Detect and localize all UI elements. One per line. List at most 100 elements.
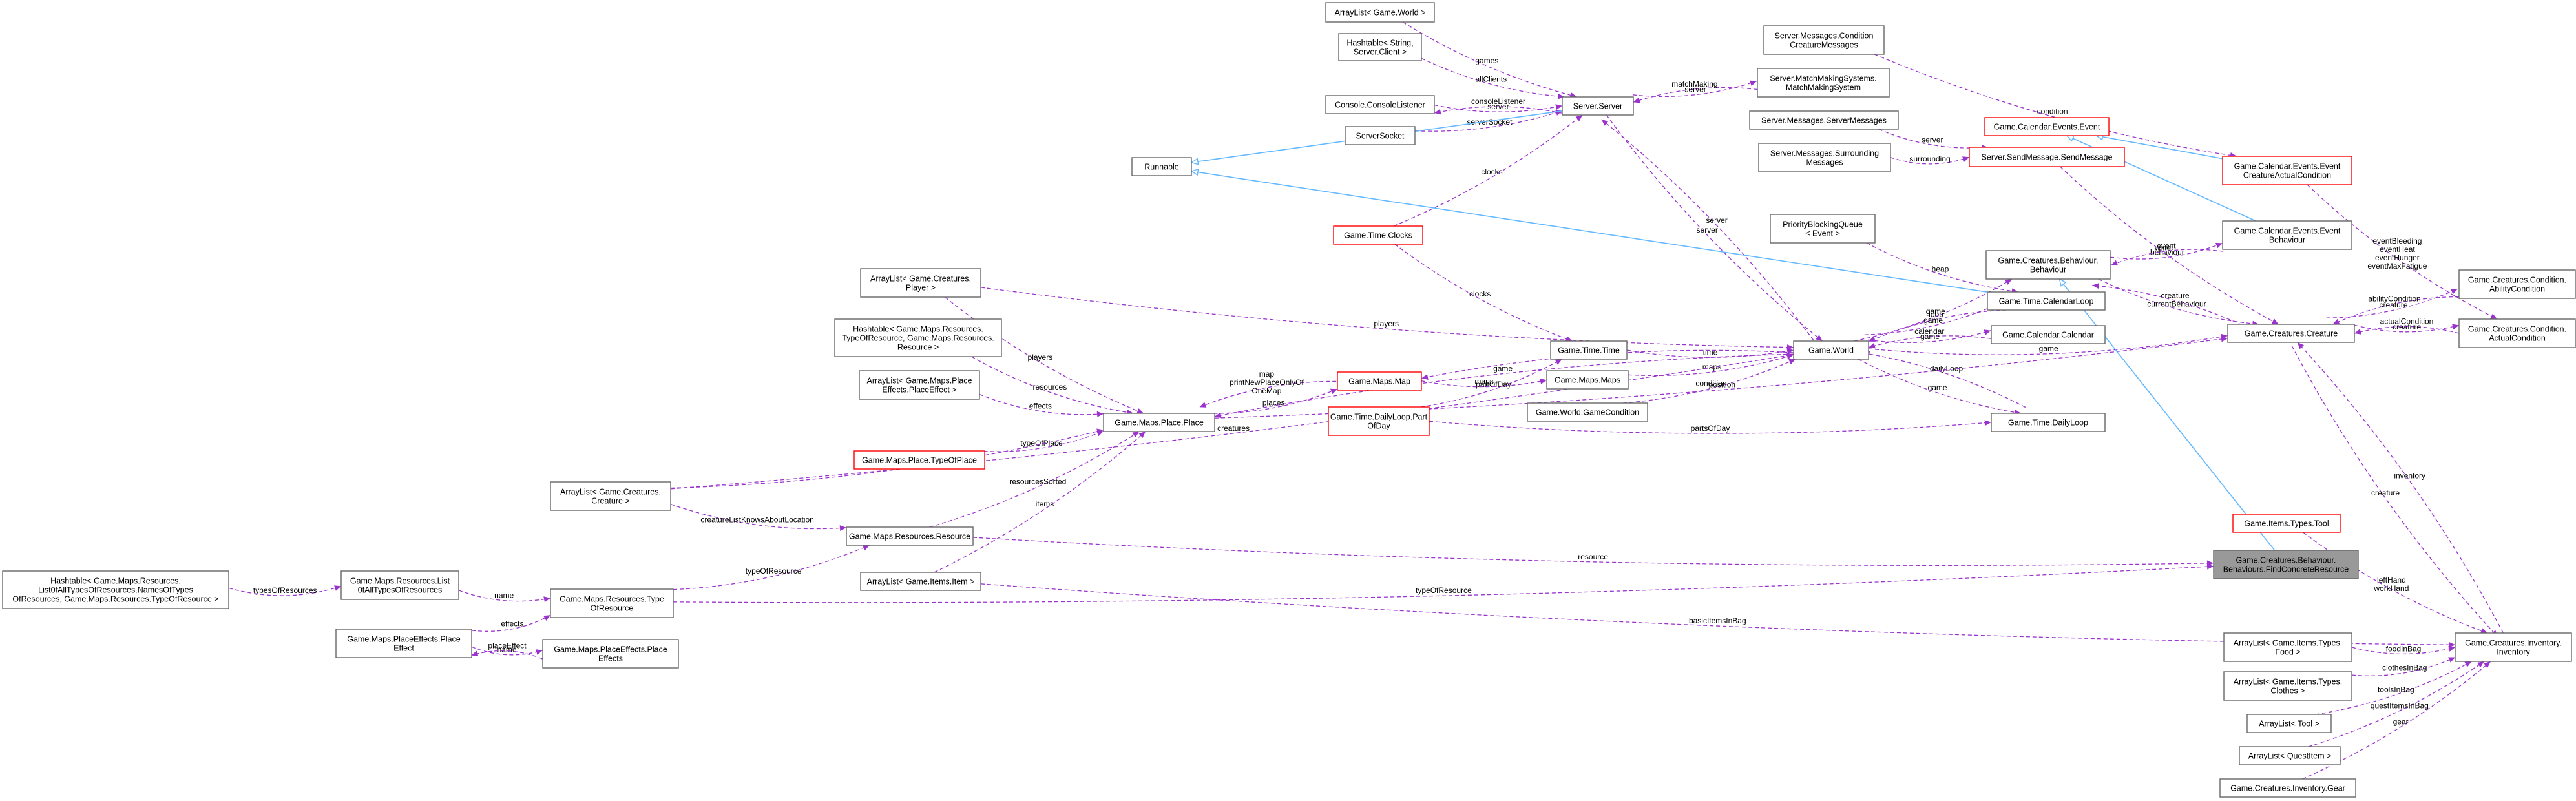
class-node-box: [1991, 413, 2106, 432]
class-node-type-of-place[interactable]: Game.Maps.Place.TypeOfPlace: [853, 450, 985, 470]
usage-edge-creature-to-ability-condition: creature: [2326, 288, 2458, 318]
class-node-calendar[interactable]: Game.Calendar.Calendar: [1991, 325, 2106, 344]
class-node-tool[interactable]: Game.Items.Types.Tool: [2232, 514, 2341, 533]
class-node-box: [1984, 117, 2110, 136]
class-node-label: ArrayList< Game.Items.Item >: [867, 577, 975, 587]
edge-label: basicItemsInBag: [1689, 616, 1746, 625]
class-node-box: [1550, 340, 1628, 360]
class-node-creature[interactable]: Game.Creatures.Creature: [2227, 324, 2355, 343]
class-node-inventory[interactable]: Game.Creatures.Inventory.Inventory: [2455, 632, 2572, 662]
edge-label: partsOfDay: [1691, 424, 1730, 433]
edge-arrowhead: [863, 545, 870, 551]
class-node-matchmaking[interactable]: Server.MatchMakingSystems.MatchMakingSys…: [1757, 68, 1890, 98]
class-node-place[interactable]: Game.Maps.Place.Place: [1103, 413, 1215, 432]
edge-arrowhead: [1557, 93, 1565, 99]
usage-edge-world-to-daily-loop: game: [1858, 359, 2022, 415]
class-node-label: Behaviours.FindConcreteResource: [2223, 565, 2349, 574]
edge-arrowhead: [1984, 329, 1991, 335]
class-node-clocks[interactable]: Game.Time.Clocks: [1333, 225, 1423, 245]
class-node-daily-loop[interactable]: Game.Time.DailyLoop: [1991, 413, 2106, 432]
class-node-world[interactable]: Game.World: [1793, 340, 1869, 360]
class-node-event[interactable]: Game.Calendar.Events.Event: [1984, 117, 2110, 136]
usage-edge-arraylist-creature-to-resource: creatureListKnowsAboutLocation: [670, 503, 847, 531]
class-node-type-of-resource[interactable]: Game.Maps.Resources.TypeOfResource: [550, 588, 674, 618]
class-node-hashtable-types[interactable]: Hashtable< Game.Maps.Resources.List0fAll…: [2, 570, 229, 609]
edge-label: server: [1684, 85, 1706, 94]
edge-label: creature: [2379, 300, 2407, 309]
class-node-arraylist-item[interactable]: ArrayList< Game.Items.Item >: [860, 572, 981, 591]
edge-line: [2110, 249, 2224, 266]
class-node-find-concrete-resource[interactable]: Game.Creatures.Behaviour.Behaviours.Find…: [2213, 550, 2359, 579]
edge-line: [1420, 359, 1562, 408]
class-node-send-message[interactable]: Server.SendMessage.SendMessage: [1969, 147, 2125, 167]
edge-line: [1868, 330, 1991, 343]
edge-line: [1626, 349, 1794, 358]
class-node-actual-condition[interactable]: Game.Creatures.Condition.ActualCondition: [2458, 318, 2576, 348]
class-node-arraylist-questitem[interactable]: ArrayList< QuestItem >: [2239, 746, 2341, 765]
edge-arrowhead: [2449, 641, 2455, 648]
edge-label: creature: [2161, 291, 2189, 300]
edge-label: game: [1923, 316, 1943, 325]
class-node-runnable[interactable]: Runnable: [1131, 157, 1192, 176]
edge-line: [1394, 244, 1573, 342]
class-node-msg-condition[interactable]: Server.Messages.ConditionCreatureMessage…: [1763, 25, 1885, 55]
edge-arrowhead: [334, 585, 341, 591]
class-node-label: OfResource: [591, 604, 634, 613]
edge-label: players: [1374, 319, 1399, 328]
edge-line: [1633, 87, 1758, 103]
class-node-gear[interactable]: Game.Creatures.Inventory.Gear: [2219, 778, 2356, 798]
class-node-server[interactable]: Server.Server: [1562, 96, 1634, 116]
usage-edge-world-to-behaviour: game: [1854, 278, 2013, 342]
edge-line: [2297, 342, 2504, 634]
edge-line: [2110, 242, 2223, 260]
edge-arrowhead: [1132, 432, 1140, 438]
class-node-ability-condition[interactable]: Game.Creatures.Condition.AbilityConditio…: [2458, 269, 2576, 299]
edge-line: [2326, 288, 2458, 318]
usage-edge-hashtable-types-to-resources-list: typesOfResources: [228, 585, 342, 596]
class-node-server-messages[interactable]: Server.Messages.ServerMessages: [1749, 110, 1899, 130]
class-node-arraylist-world[interactable]: ArrayList< Game.World >: [1325, 2, 1435, 23]
class-node-console-listener[interactable]: Console.ConsoleListener: [1325, 95, 1435, 114]
edge-label: gear: [2393, 718, 2409, 727]
class-node-box: [2219, 778, 2356, 798]
class-node-box: [550, 588, 674, 618]
usage-edge-arraylist-player-to-world: players: [980, 287, 1794, 351]
class-node-label: OfResources, Game.Maps.Resources.TypeOfR…: [12, 595, 218, 604]
class-node-arraylist-player[interactable]: ArrayList< Game.Creatures.Player >: [860, 268, 981, 298]
edge-line: [2096, 135, 2223, 160]
class-node-label: ArrayList< Game.World >: [1335, 8, 1426, 17]
class-node-behaviour[interactable]: Game.Creatures.Behaviour.Behaviour: [1985, 250, 2111, 280]
edge-label: game: [1928, 383, 1947, 392]
class-node-label: OfDay: [1367, 422, 1390, 431]
class-node-hashtable-clients[interactable]: Hashtable< String,Server.Client >: [1338, 33, 1422, 61]
class-node-calendar-loop[interactable]: Game.Time.CalendarLoop: [1987, 291, 2106, 311]
class-node-time[interactable]: Game.Time.Time: [1550, 340, 1628, 360]
class-node-resource[interactable]: Game.Maps.Resources.Resource: [846, 526, 974, 546]
class-node-maps[interactable]: Game.Maps.Maps: [1546, 370, 1629, 390]
edge-line: [979, 393, 1104, 415]
class-node-server-socket[interactable]: ServerSocket: [1345, 126, 1416, 145]
class-node-place-effects[interactable]: Game.Maps.PlaceEffects.PlaceEffects: [542, 639, 679, 669]
class-node-place-effect[interactable]: Game.Maps.PlaceEffects.PlaceEffect: [335, 629, 472, 658]
edge-arrowhead: [2490, 313, 2497, 319]
class-node-box: [1770, 214, 1876, 244]
edge-line: [1601, 119, 1818, 346]
class-node-resources-list[interactable]: Game.Maps.Resources.List0fAllTypesOfReso…: [340, 570, 459, 600]
edge-arrowhead: [1215, 412, 1222, 419]
class-node-hashtable-resources[interactable]: Hashtable< Game.Maps.Resources.TypeOfRes…: [834, 318, 1002, 357]
class-node-creature-actual-condition[interactable]: Game.Calendar.Events.EventCreatureActual…: [2222, 156, 2352, 185]
class-node-arraylist-creature[interactable]: ArrayList< Game.Creatures.Creature >: [550, 481, 671, 511]
class-node-priority-queue[interactable]: PriorityBlockingQueue< Event >: [1770, 214, 1876, 244]
usage-edge-world-to-place: game: [1214, 353, 1794, 419]
class-node-arraylist-food[interactable]: ArrayList< Game.Items.Types.Food >: [2223, 632, 2352, 662]
class-node-world-condition[interactable]: Game.World.GameCondition: [1527, 402, 1648, 422]
class-node-arraylist-placeeffect[interactable]: ArrayList< Game.Maps.PlaceEffects.PlaceE…: [859, 370, 980, 400]
class-node-map[interactable]: Game.Maps.Map: [1337, 371, 1422, 391]
class-node-box: [542, 639, 679, 669]
class-node-arraylist-clothes[interactable]: ArrayList< Game.Items.Types.Clothes >: [2223, 671, 2352, 701]
class-node-arraylist-tool[interactable]: ArrayList< Tool >: [2246, 714, 2332, 733]
class-node-box: [335, 629, 472, 658]
